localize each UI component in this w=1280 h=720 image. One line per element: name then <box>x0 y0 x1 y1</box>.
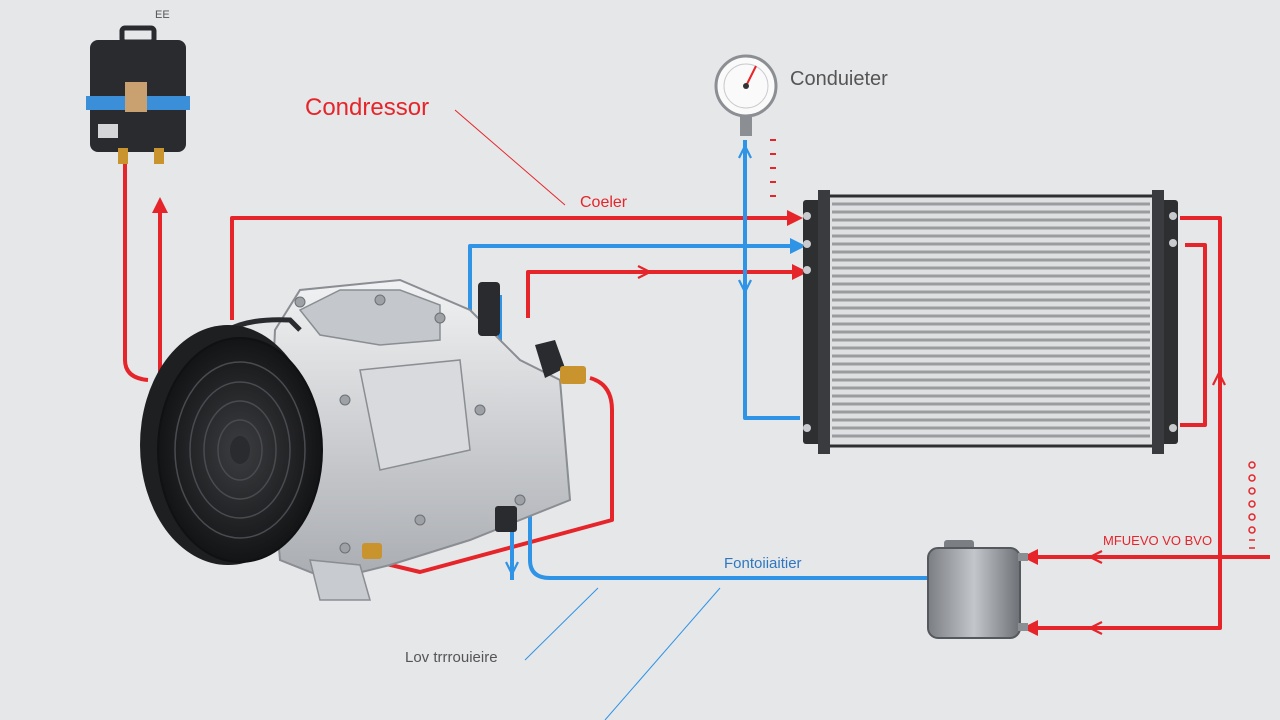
leader-line-condressor <box>454 109 566 206</box>
right-edge-markers <box>1248 461 1256 549</box>
red-line-mid <box>526 264 808 318</box>
expansion-tank-icon <box>927 540 1028 639</box>
label-coeler: Coeler <box>580 194 628 211</box>
receiver-box <box>86 25 190 164</box>
label-fonto: Fontoiiaitier <box>724 555 802 572</box>
compressor-icon <box>140 278 586 601</box>
condenser-icon <box>803 190 1178 454</box>
red-line-compressor-lower <box>369 376 614 574</box>
label-conduieter: Conduieter <box>790 68 888 90</box>
red-line-left-outer <box>123 162 149 382</box>
hot-arrows <box>637 265 1226 635</box>
hot-lines <box>123 162 1270 636</box>
label-mfuevo: MFUEVO VO BVO <box>1103 533 1213 548</box>
blue-line-top <box>468 238 806 330</box>
label-top-marking: ЕЕ <box>155 9 170 21</box>
leader-line-lov <box>524 587 599 661</box>
pressure-gauge-icon <box>714 54 778 197</box>
red-line-top <box>230 210 803 320</box>
leader-line-fonto <box>604 587 721 720</box>
blue-line-gauge <box>743 140 800 420</box>
red-line-right-inner <box>1180 243 1207 427</box>
label-lov: Lov trrrouieire <box>405 649 498 666</box>
blue-line-bottom <box>528 395 928 580</box>
red-line-right-return <box>1022 216 1222 636</box>
leader-lines <box>454 109 721 720</box>
label-condressor: Condressor <box>305 94 430 121</box>
